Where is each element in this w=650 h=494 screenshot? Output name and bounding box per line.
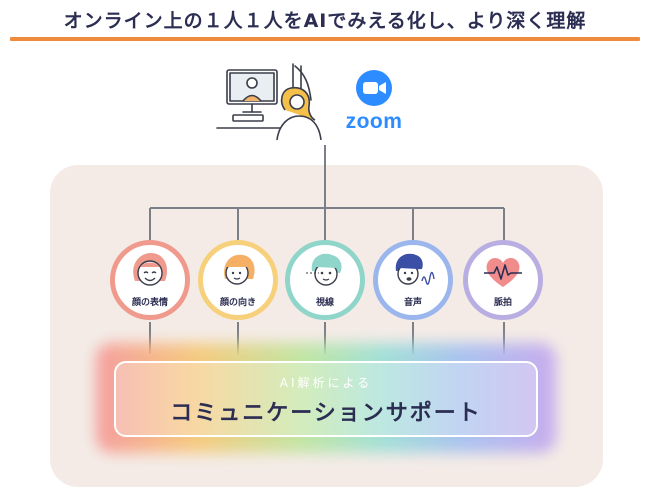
- title-underline: [10, 37, 640, 41]
- zoom-camera-icon: [356, 70, 392, 106]
- speaking-face-icon: [395, 253, 435, 285]
- zoom-logo: zoom: [334, 70, 414, 133]
- communication-support-box: AI解析による コミュニケーションサポート: [114, 361, 538, 437]
- metric-pulse: 脈拍: [463, 240, 543, 320]
- zoom-wordmark: zoom: [345, 110, 403, 133]
- metric-gaze: 視線: [285, 240, 365, 320]
- metric-label: 顔の表情: [131, 298, 168, 308]
- metric-label: 顔の向き: [219, 298, 256, 308]
- metric-label: 脈拍: [493, 298, 512, 308]
- page-title: オンライン上の１人１人をAIでみえる化し、より深く理解: [63, 10, 587, 32]
- gaze-face-icon: [306, 253, 342, 286]
- metric-voice: 音声: [373, 240, 453, 320]
- metric-label: 視線: [315, 298, 334, 308]
- metric-label: 音声: [403, 298, 422, 308]
- heart-pulse-icon: [484, 257, 522, 287]
- metric-face-direction: 顔の向き: [198, 240, 278, 320]
- turned-face-icon: [224, 254, 255, 285]
- metric-facial-expression: 顔の表情: [110, 240, 190, 320]
- support-subtitle: AI解析による: [279, 376, 373, 390]
- support-title: コミュニケーションサポート: [170, 401, 482, 426]
- person-at-computer-illustration: [216, 63, 322, 140]
- smiling-face-icon: [133, 253, 168, 286]
